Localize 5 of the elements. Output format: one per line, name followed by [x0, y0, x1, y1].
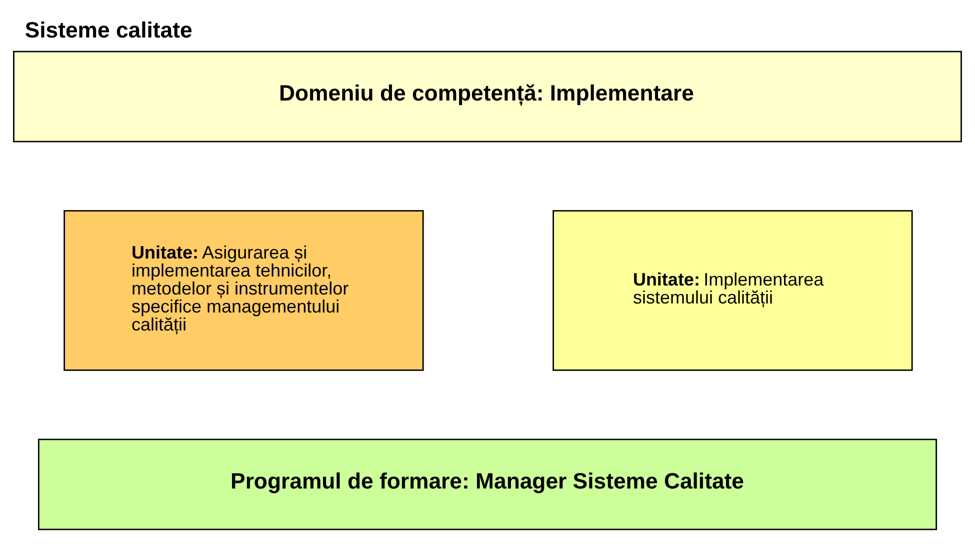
node-box: Unitate: Asigurarea și implementarea tehnicilor, metodelor și instrumentelor specifice managementului calității [64, 210, 424, 370]
diagram-title: Sisteme calitate [24, 16, 192, 42]
node-box: Unitate: Implementarea sistemului calității [552, 210, 913, 370]
node-box: Programul de formare: Manager Sisteme Calitate [38, 438, 937, 530]
node-box: Domeniu de competență: Implementare [13, 50, 962, 142]
